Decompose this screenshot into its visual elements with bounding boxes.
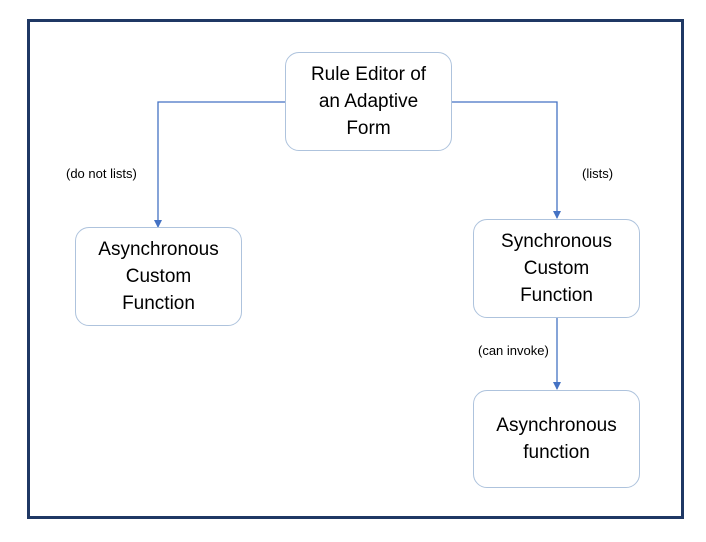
node-asynchronous-custom-function: Asynchronous Custom Function [75, 227, 242, 326]
edge-label-do-not-lists: (do not lists) [66, 166, 137, 181]
connector-root-to-async-custom [154, 101, 285, 228]
node-rule-editor: Rule Editor of an Adaptive Form [285, 52, 452, 151]
edge-label-lists: (lists) [582, 166, 614, 181]
node-asynchronous-function: Asynchronous function [473, 390, 640, 488]
connector-root-to-sync-custom [452, 101, 561, 219]
edge-label-can-invoke: (can invoke) [478, 343, 549, 358]
node-synchronous-custom-function: Synchronous Custom Function [473, 219, 640, 318]
